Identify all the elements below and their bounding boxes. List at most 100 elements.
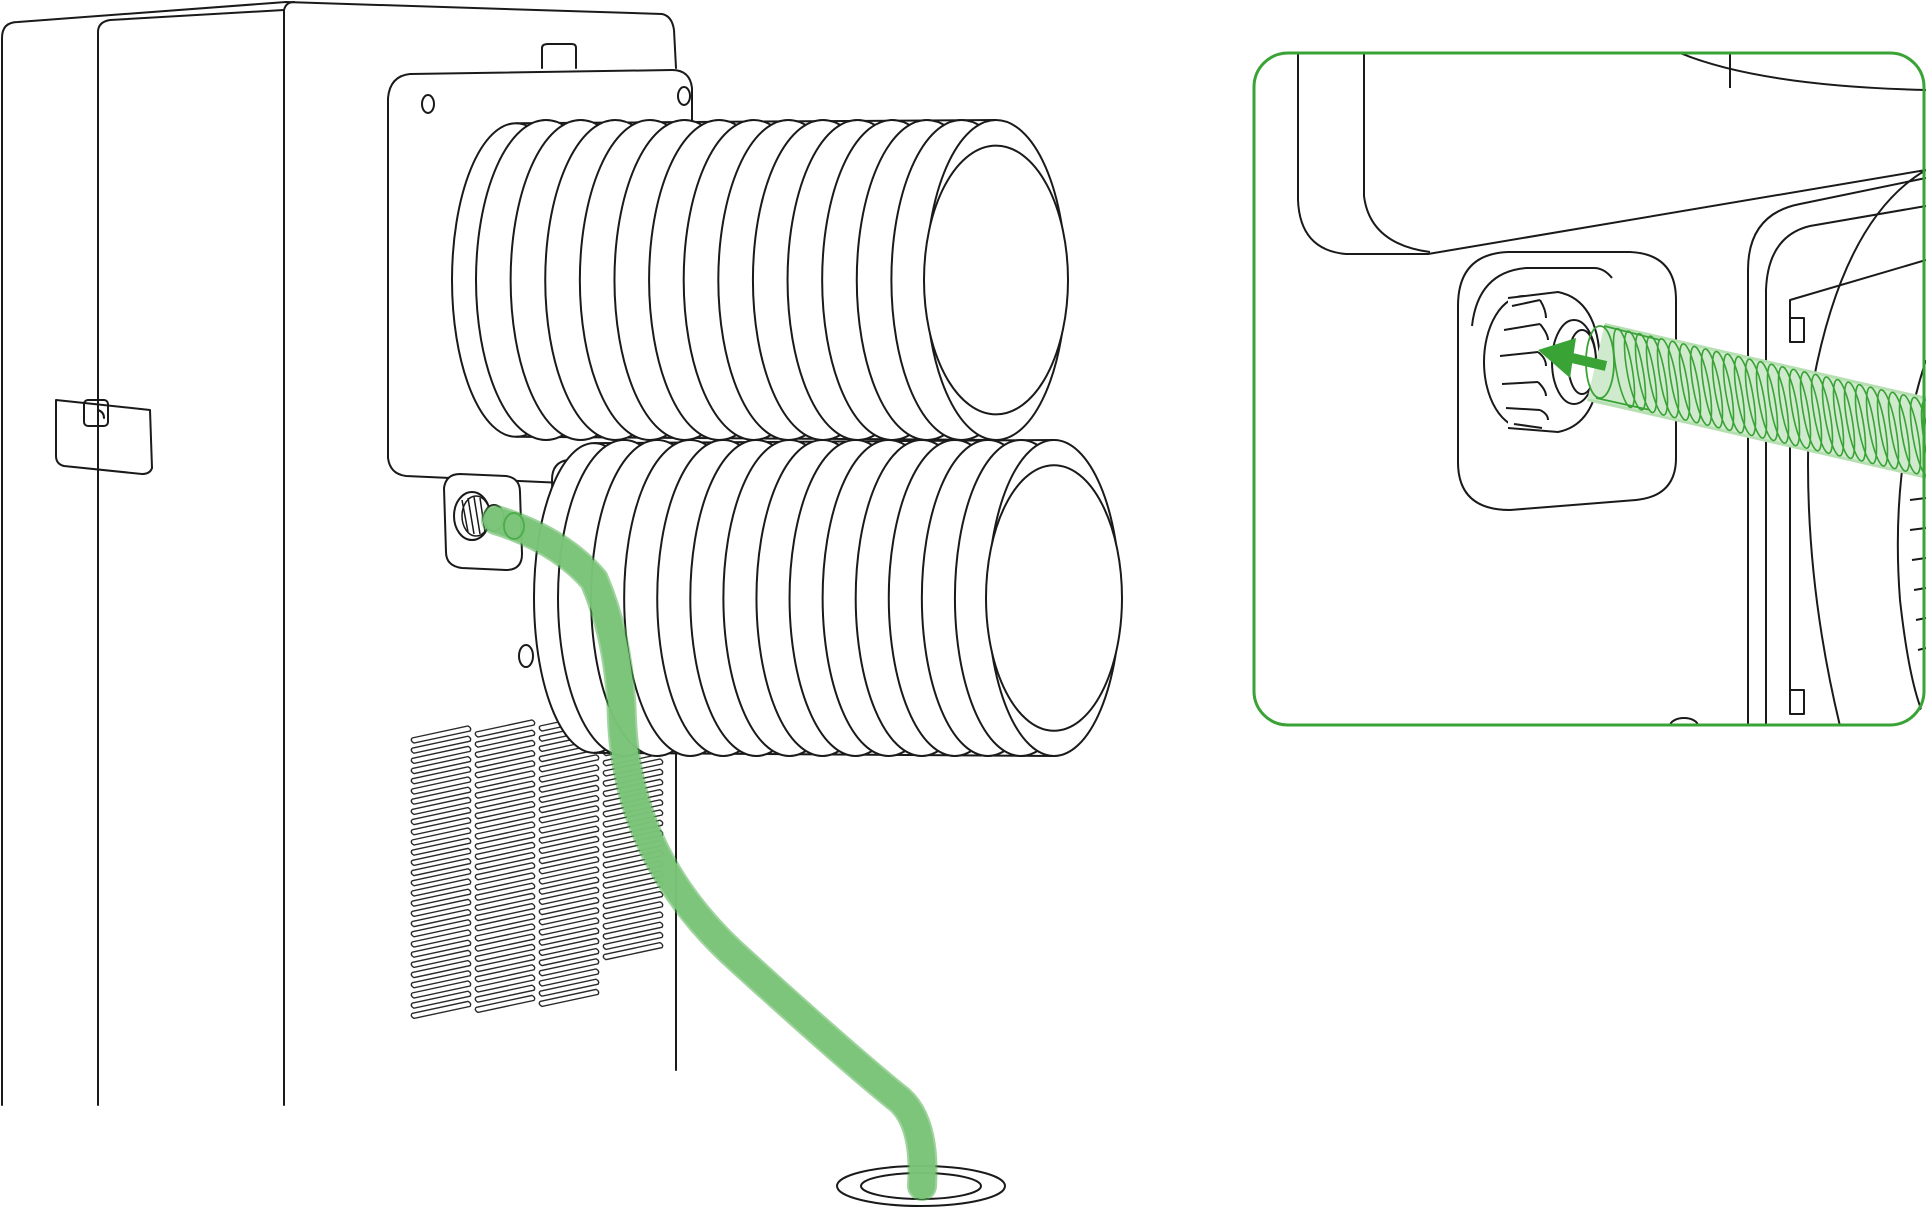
floor-drain (836, 1165, 1006, 1207)
grille-slot (410, 837, 472, 856)
duct-opening (985, 464, 1123, 732)
hose-rib (1876, 388, 1900, 470)
grille-slot (538, 825, 600, 844)
grille-slot (474, 770, 536, 789)
hose-rib (1711, 350, 1735, 432)
grille-slot (538, 947, 600, 967)
hose-rib (1722, 353, 1746, 434)
grille-slot (474, 790, 536, 810)
grille-slot (410, 725, 472, 744)
grille-slot (474, 872, 536, 891)
grille-slot (474, 729, 536, 748)
grille-slot (538, 907, 600, 926)
grille-slot (538, 805, 600, 824)
vent-grille (410, 707, 664, 1020)
hose-rib (1634, 332, 1658, 414)
grille-slot (602, 768, 664, 787)
grille-slot (602, 799, 664, 818)
grille-slot (602, 901, 664, 920)
grille-slot (474, 749, 536, 769)
grille-slot (538, 958, 600, 977)
grille-slot (410, 959, 472, 979)
hose-rib (1678, 343, 1702, 424)
grille-slot (474, 984, 536, 1003)
grille-slot (538, 845, 600, 865)
hose-rib (1766, 363, 1790, 444)
grille-slot (410, 847, 472, 867)
grille-slot (410, 1000, 472, 1020)
grille-slot (538, 927, 600, 946)
grille-slot (474, 953, 536, 973)
grille-slot (602, 809, 664, 828)
grille-slot (474, 923, 536, 942)
hose-rib (1777, 366, 1801, 447)
grille-slot (410, 878, 472, 897)
grille-slot (474, 760, 536, 779)
grille-slot (538, 896, 600, 916)
hose-rib (1656, 337, 1680, 419)
grille-slot (410, 929, 472, 948)
grille-slot (602, 931, 664, 951)
grille-slot (602, 788, 664, 808)
grille-slot (538, 774, 600, 793)
grille-slot (602, 778, 664, 798)
grille-slot (410, 827, 472, 846)
grille-slot (410, 888, 472, 907)
grille-slot (602, 819, 664, 838)
hose-rib (1832, 378, 1856, 460)
grille-slot (474, 831, 536, 850)
grille-slot (410, 908, 472, 928)
hose-rib (1667, 340, 1691, 421)
grille-slot (474, 811, 536, 830)
grille-slot (410, 949, 472, 969)
grille-slot (474, 800, 536, 820)
grille-slot (410, 817, 472, 836)
grille-slot (410, 980, 472, 999)
drain-hose (481, 505, 938, 1201)
hose-rib (1821, 376, 1845, 457)
grille-slot (538, 835, 600, 855)
hose-rib (1898, 394, 1922, 475)
grille-slot (410, 796, 472, 816)
grille-slot (410, 919, 472, 938)
grille-slot (474, 943, 536, 963)
grille-slot (538, 754, 600, 773)
grille-slot (474, 902, 536, 922)
zoom-drain-hose (1585, 323, 1926, 480)
grille-slot (474, 780, 536, 799)
grille-slot (538, 917, 600, 936)
grille-slot (602, 941, 664, 961)
grille-slot (474, 821, 536, 840)
grille-slot (538, 988, 600, 1008)
zoom-frame (1252, 51, 1926, 727)
insert-arrow-icon (1538, 338, 1608, 378)
grille-slot (538, 764, 600, 783)
hose-rib (1700, 348, 1724, 429)
grille-slot (602, 911, 664, 930)
grille-slot (602, 880, 664, 900)
grille-slot (410, 857, 472, 877)
grille-slot (410, 735, 472, 754)
grille-slot (474, 862, 536, 881)
grille-slot (538, 937, 600, 957)
grille-slot (474, 841, 536, 861)
grille-slot (474, 851, 536, 871)
grille-slot (538, 968, 600, 987)
hose-rib (1755, 360, 1779, 442)
grille-slot (602, 921, 664, 940)
grille-slot (410, 898, 472, 918)
hose-rib (1788, 368, 1812, 450)
grille-slot (538, 876, 600, 895)
upper-exhaust-duct (451, 119, 1069, 441)
grille-slot (538, 815, 600, 834)
grille-slot (410, 939, 472, 958)
grille-slot (410, 786, 472, 805)
grille-slot (602, 758, 664, 777)
grille-slot (474, 974, 536, 993)
hose-rib (1810, 373, 1834, 455)
grille-slot (474, 892, 536, 912)
hose-rib (1865, 386, 1889, 467)
grille-slot (538, 794, 600, 814)
grille-slot (538, 978, 600, 997)
